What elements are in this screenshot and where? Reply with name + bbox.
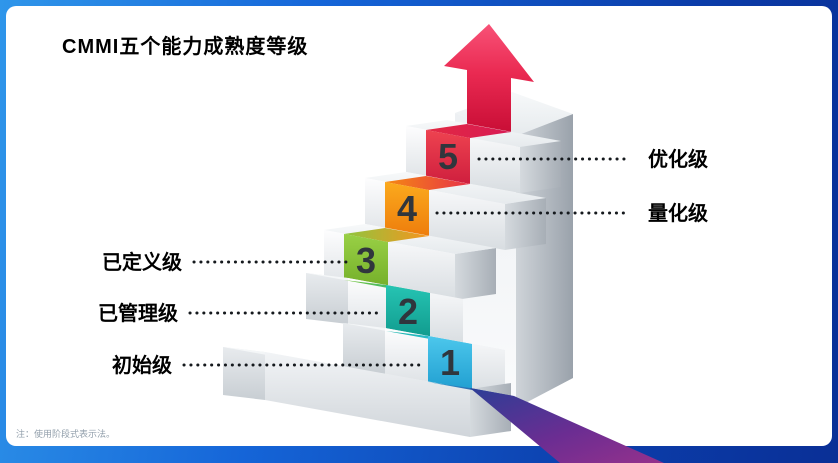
step-5-right-face [520, 141, 561, 193]
step-1-block [343, 323, 505, 395]
step-1-left-face [343, 323, 385, 374]
base-ribbon [428, 382, 664, 463]
ribbon-riser-3 [344, 234, 388, 288]
step-2-left-face [306, 273, 348, 324]
ribbon-tread-4 [385, 176, 470, 190]
step-number-1: 1 [440, 342, 460, 383]
ribbon-tread-3 [344, 228, 429, 242]
step-3-right-face [455, 248, 496, 300]
step-3-block [324, 224, 496, 300]
pedestal-left-face [223, 347, 265, 400]
step-number-5: 5 [438, 136, 458, 177]
pedestal-front-face [265, 352, 470, 437]
ribbon-riser-2 [386, 285, 430, 339]
level-label-2: 已管理级 [98, 301, 178, 325]
step-number-3: 3 [356, 240, 376, 281]
ribbon-bottom-band [470, 388, 664, 463]
step-4-right-face [505, 198, 546, 250]
level-label-1: 初始级 [112, 353, 172, 377]
ribbon-tread-5 [426, 124, 511, 138]
ribbon-riser-1 [428, 336, 472, 390]
ribbon-riser-5 [426, 130, 470, 184]
ribbon-riser-4 [385, 182, 429, 236]
slide-title: CMMI五个能力成熟度等级 [62, 36, 309, 58]
step-number-4: 4 [397, 188, 417, 229]
level-label-5: 优化级 [648, 147, 708, 171]
level-label-4: 量化级 [648, 201, 708, 225]
footnote: 注：使用阶段式表示法。 [16, 429, 116, 439]
up-arrow-icon [444, 24, 534, 132]
step-4-block [365, 172, 546, 250]
level-label-3: 已定义级 [102, 250, 182, 274]
step-5-block [406, 120, 561, 193]
step-number-2: 2 [398, 291, 418, 332]
